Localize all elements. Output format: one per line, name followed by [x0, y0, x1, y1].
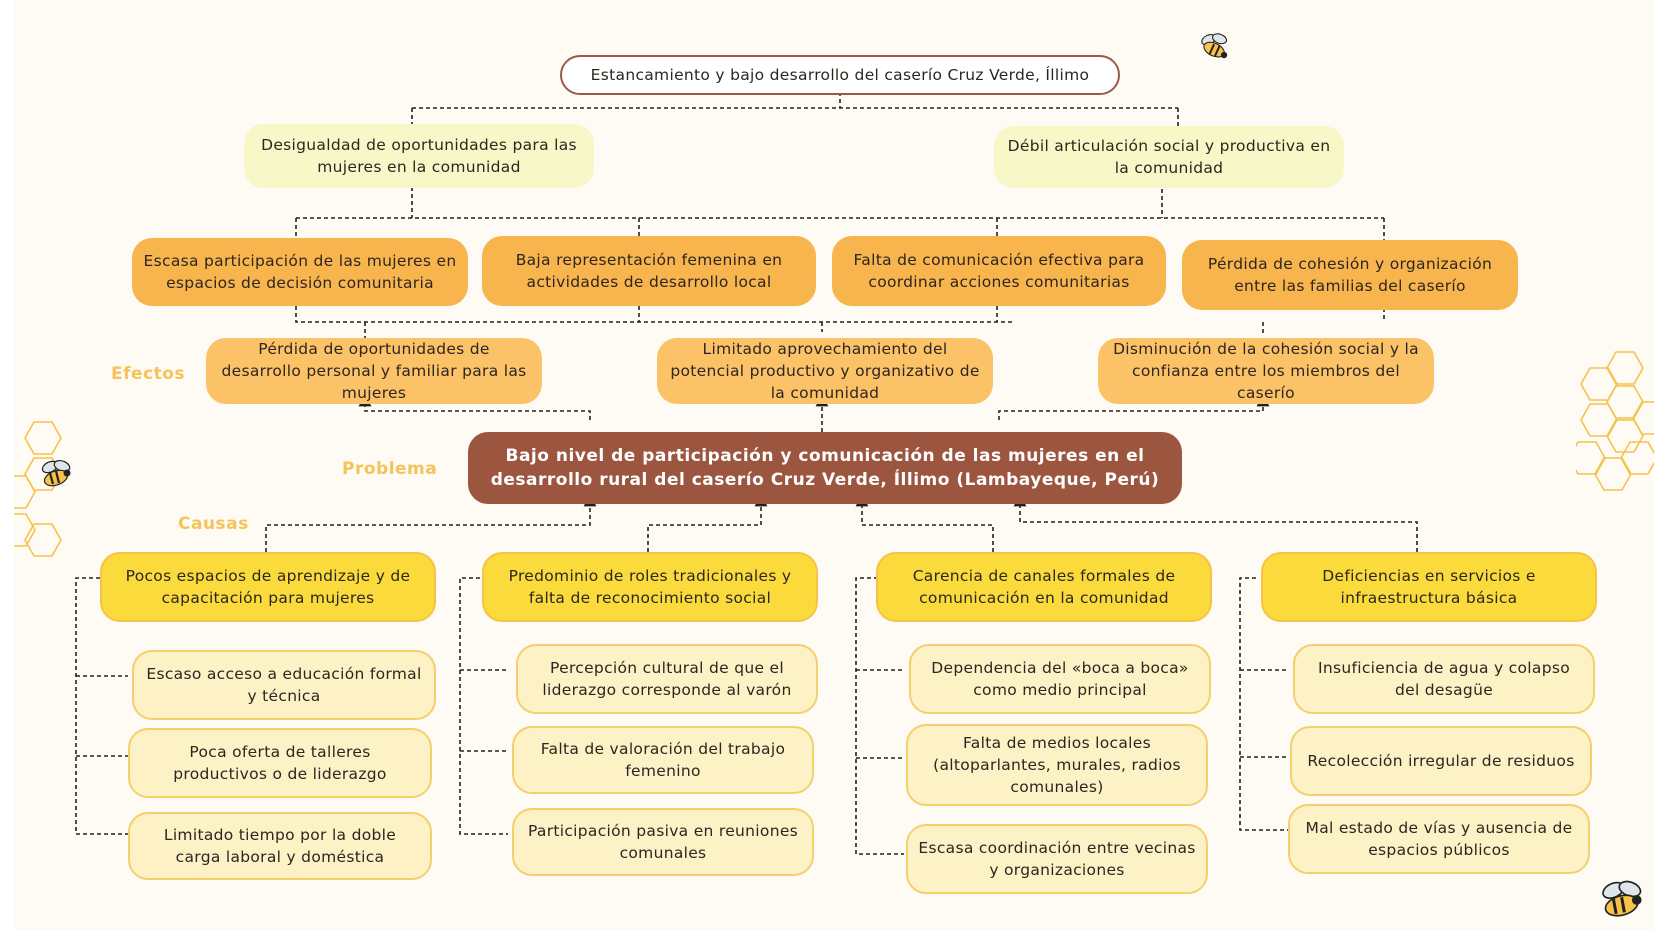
effect-level3-2: Limitado aprovechamiento del potencial p… — [657, 338, 993, 404]
bee-icon — [1201, 33, 1228, 59]
cause-1: Pocos espacios de aprendizaje y de capac… — [100, 552, 436, 622]
cause-2-sub-3: Participación pasiva en reuniones comuna… — [512, 808, 814, 876]
cause-2-sub-1: Percepción cultural de que el liderazgo … — [516, 644, 818, 714]
effect-level2-1: Escasa participación de las mujeres en e… — [132, 238, 468, 306]
cause-4-sub-1: Insuficiencia de agua y colapso del desa… — [1293, 644, 1595, 714]
label-causas: Causas — [178, 514, 249, 534]
cause-4-sub-3: Mal estado de vías y ausencia de espacio… — [1288, 804, 1590, 874]
cause-2-sub-2: Falta de valoración del trabajo femenino — [512, 726, 814, 794]
cause-3-sub-1: Dependencia del «boca a boca» como medio… — [909, 644, 1211, 714]
problem-tree-canvas: Estancamiento y bajo desarrollo del case… — [14, 0, 1654, 930]
central-problem: Bajo nivel de participación y comunicaci… — [468, 432, 1182, 504]
effect-level3-1: Pérdida de oportunidades de desarrollo p… — [206, 338, 542, 404]
bee-icon — [41, 459, 71, 487]
cause-3-sub-2: Falta de medios locales (altoparlantes, … — [906, 724, 1208, 806]
cause-4-sub-2: Recolección irregular de residuos — [1290, 726, 1592, 796]
honeycomb-icon — [14, 421, 62, 557]
effect-level2-3: Falta de comunicación efectiva para coor… — [832, 236, 1166, 306]
effect-level2-4: Pérdida de cohesión y organización entre… — [1182, 240, 1518, 310]
effect-level2-2: Baja representación femenina en activida… — [482, 236, 816, 306]
effect-level1-2: Débil articulación social y productiva e… — [994, 126, 1344, 188]
bee-icon — [1602, 880, 1642, 917]
label-efectos: Efectos — [111, 364, 186, 384]
effect-level3-3: Disminución de la cohesión social y la c… — [1098, 338, 1434, 404]
cause-1-sub-2: Poca oferta de talleres productivos o de… — [128, 728, 432, 798]
effect-level1-1: Desigualdad de oportunidades para las mu… — [244, 124, 594, 188]
cause-3: Carencia de canales formales de comunica… — [876, 552, 1212, 622]
cause-1-sub-1: Escaso acceso a educación formal y técni… — [132, 650, 436, 720]
honeycomb-icon — [1576, 351, 1654, 491]
label-problema: Problema — [342, 459, 438, 479]
root-effect: Estancamiento y bajo desarrollo del case… — [560, 55, 1120, 95]
cause-1-sub-3: Limitado tiempo por la doble carga labor… — [128, 812, 432, 880]
cause-4: Deficiencias en servicios e infraestruct… — [1261, 552, 1597, 622]
cause-3-sub-3: Escasa coordinación entre vecinas y orga… — [906, 824, 1208, 894]
connector-lines — [75, 92, 1418, 855]
cause-2: Predominio de roles tradicionales y falt… — [482, 552, 818, 622]
